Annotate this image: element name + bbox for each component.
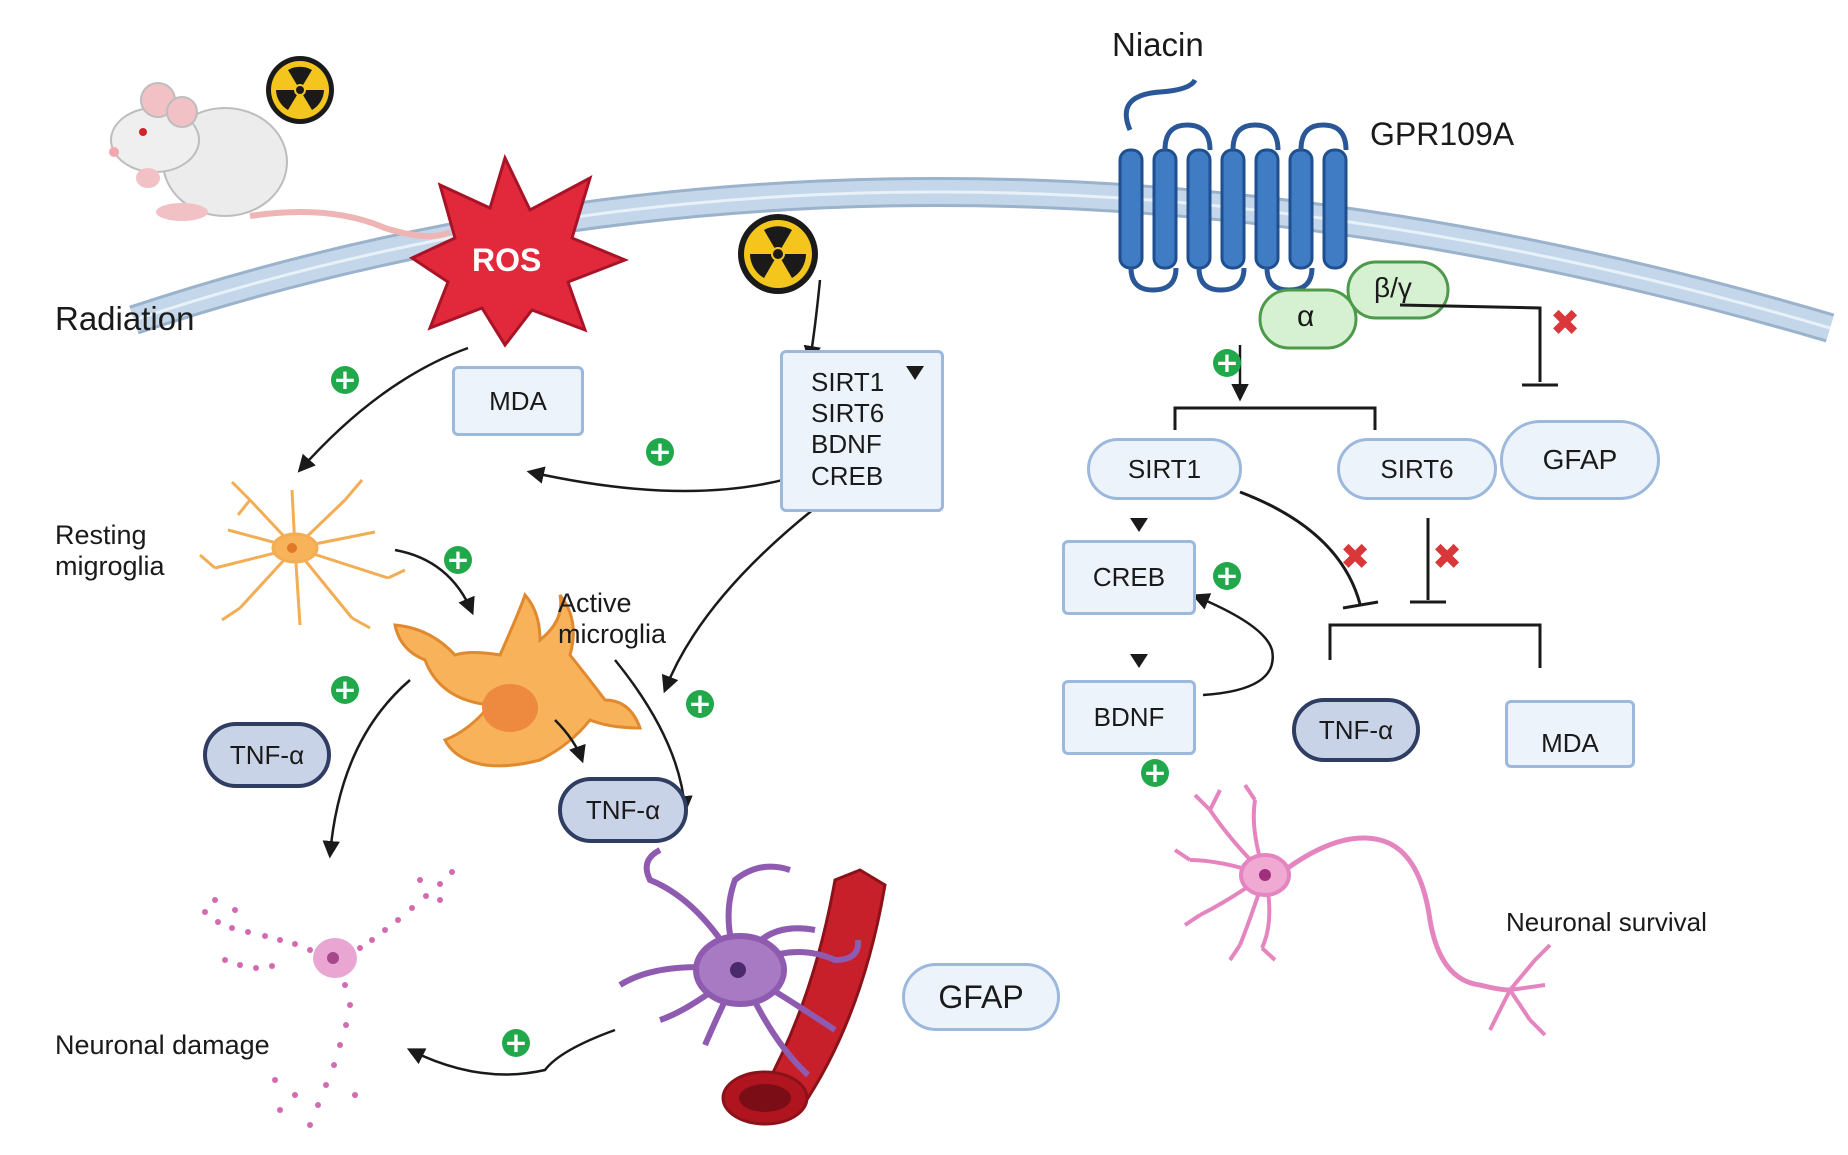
resting-microglia-label: Resting migroglia <box>55 520 165 582</box>
mda-box-left: MDA <box>452 366 584 436</box>
down-triangle-icon <box>1130 654 1148 668</box>
mouse-icon <box>109 82 452 240</box>
creb-box-right: CREB <box>1062 540 1196 615</box>
down-triangle-icon <box>1130 518 1148 532</box>
sirt6-box-right: SIRT6 <box>1337 438 1497 500</box>
ros-burst-icon <box>408 153 630 348</box>
red-x-icon: ✖ <box>1550 303 1581 344</box>
g-alpha-subunit <box>1258 288 1358 350</box>
ros-label: ROS <box>472 242 542 278</box>
g-alpha-label: α <box>1297 300 1315 333</box>
plus-circle-icon: + <box>646 438 674 466</box>
active-microglia-cell <box>393 592 643 768</box>
gpr109a-receptor-icon <box>1118 78 1349 293</box>
gfap-box-right: GFAP <box>1500 420 1660 500</box>
neuronal-damage-label: Neuronal damage <box>55 1030 270 1060</box>
gpr109a-label: GPR109A <box>1370 116 1515 152</box>
plus-circle-icon: + <box>1213 562 1241 590</box>
niacin-label: Niacin <box>1112 26 1204 63</box>
damaged-neuron-cell <box>202 869 455 1128</box>
plus-circle-icon: + <box>331 676 359 704</box>
resting-microglia-cell <box>199 479 406 630</box>
active-microglia-label: Active microglia <box>558 588 667 650</box>
plus-circle-icon: + <box>686 690 714 718</box>
down-triangle-icon <box>906 366 924 380</box>
sirt1-box-right: SIRT1 <box>1087 438 1242 500</box>
gfap-box-left: GFAP <box>902 963 1060 1031</box>
neuronal-survival-label: Neuronal survival <box>1506 907 1707 937</box>
red-x-icon: ✖ <box>1340 537 1371 578</box>
plus-circle-icon: + <box>444 546 472 574</box>
radiation-label: Radiation <box>55 300 195 337</box>
plus-circle-icon: + <box>502 1029 530 1057</box>
mda-box-right: MDA <box>1505 700 1635 768</box>
pathway-connectors <box>1173 303 1558 697</box>
plus-circle-icon: + <box>1141 759 1169 787</box>
tnf-alpha-pill-right: TNF-α <box>1292 698 1420 762</box>
tnf-alpha-pill-left: TNF-α <box>203 722 331 788</box>
healthy-neuron-cell <box>1173 783 1552 1037</box>
tnf-alpha-pill-center: TNF-α <box>558 777 688 843</box>
sirt-gene-list-box: SIRT1 SIRT6 BDNF CREB <box>780 350 944 512</box>
g-beta-gamma-label: β/γ <box>1374 272 1412 303</box>
bdnf-box-right: BDNF <box>1062 680 1196 755</box>
plus-circle-icon: + <box>331 366 359 394</box>
radiation-hazard-icon <box>738 214 818 294</box>
red-x-icon: ✖ <box>1432 537 1463 578</box>
radiation-hazard-icon <box>266 56 334 124</box>
astrocyte-cell <box>618 847 862 1078</box>
plus-circle-icon: + <box>1213 349 1241 377</box>
